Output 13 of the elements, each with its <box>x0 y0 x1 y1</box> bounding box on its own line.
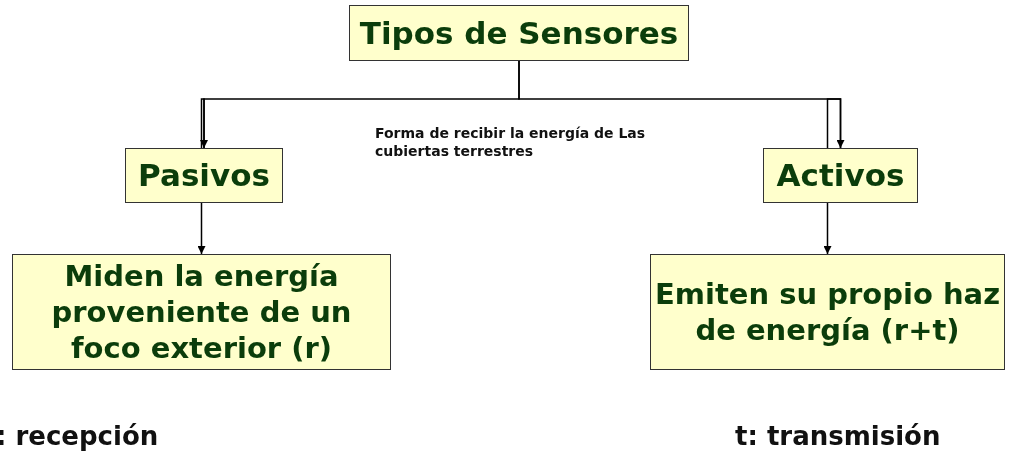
box-text: Pasivos <box>138 156 270 195</box>
legend-text: t: transmisión <box>735 420 942 453</box>
concept-box <box>125 148 283 203</box>
concept-box <box>763 148 918 203</box>
box-text: Emiten su propio haz de energía (r+t) <box>653 275 1001 349</box>
box-text: Miden la energía proveniente de un foco exterior (r) <box>50 257 353 367</box>
concept-box <box>650 254 1005 370</box>
box-text: Activos <box>776 156 905 195</box>
box-text: Tipos de Sensores <box>359 13 679 53</box>
caption-text: Forma de recibir la energía de Las cubiertas terrestres <box>375 124 647 161</box>
concept-box <box>349 5 689 61</box>
arrow <box>518 60 845 149</box>
concept-box <box>12 254 391 370</box>
